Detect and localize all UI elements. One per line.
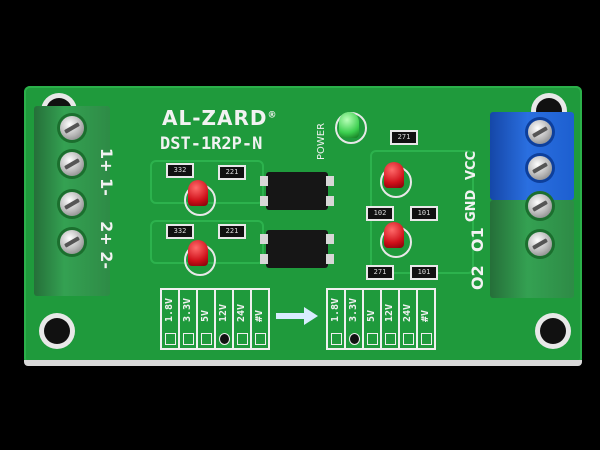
label-1minus: 1- xyxy=(97,178,116,196)
voltage-label: 5V xyxy=(200,309,211,322)
channel-led xyxy=(384,222,404,248)
mounting-hole xyxy=(44,318,70,344)
voltage-label: #V xyxy=(420,309,431,322)
terminal-screw xyxy=(60,230,84,254)
channel-led xyxy=(188,180,208,206)
optocoupler-chip xyxy=(260,172,334,210)
voltage-label: #V xyxy=(254,309,265,322)
label-gnd: GND xyxy=(464,189,479,222)
terminal-screw xyxy=(528,120,552,144)
channel-led xyxy=(384,162,404,188)
resistor: 101 xyxy=(410,206,438,221)
label-o1: O1 xyxy=(468,227,487,252)
resistor: 271 xyxy=(366,265,394,280)
resistor: 332 xyxy=(166,224,194,239)
label-2plus: 2+ xyxy=(97,221,116,246)
terminal-screw xyxy=(60,116,84,140)
pcb-board-edge xyxy=(24,360,582,366)
resistor: 101 xyxy=(410,265,438,280)
label-o2: O2 xyxy=(468,265,487,290)
output-voltage-table: 1.8V 3.3V 5V 12V 24V #V xyxy=(326,288,436,350)
voltage-label: 1.8V xyxy=(330,297,341,322)
resistor: 221 xyxy=(218,165,246,180)
brand-mark: ® xyxy=(267,110,278,121)
model-number: DST-1R2P-N xyxy=(160,134,263,154)
power-led xyxy=(339,112,359,138)
left-terminal-labels: 1+ 1- 2+ 2- xyxy=(97,148,116,269)
input-voltage-table: 1.8V 3.3V 5V 12V 24V #V xyxy=(160,288,270,350)
resistor: 102 xyxy=(366,206,394,221)
resistor: 221 xyxy=(218,224,246,239)
label-vcc: VCC xyxy=(464,150,479,180)
terminal-screw xyxy=(528,232,552,256)
mounting-hole xyxy=(540,318,566,344)
resistor: 271 xyxy=(390,130,418,145)
terminal-screw xyxy=(528,156,552,180)
resistor: 332 xyxy=(166,163,194,178)
optocoupler-chip xyxy=(260,230,334,268)
power-label: POWER xyxy=(316,122,327,160)
channel-led xyxy=(188,240,208,266)
brand-logo: AL-ZARD® xyxy=(162,106,278,130)
label-2minus: 2- xyxy=(97,251,116,269)
voltage-label: 24V xyxy=(236,303,247,322)
terminal-screw xyxy=(60,192,84,216)
voltage-label: 12V xyxy=(218,303,229,322)
voltage-label: 5V xyxy=(366,309,377,322)
arrow-right-icon xyxy=(276,307,318,325)
label-1plus: 1+ xyxy=(97,148,116,173)
brand-text: AL-ZARD xyxy=(162,106,268,130)
voltage-label: 1.8V xyxy=(164,297,175,322)
terminal-screw xyxy=(528,194,552,218)
voltage-label: 3.3V xyxy=(348,297,359,322)
voltage-label: 3.3V xyxy=(182,297,193,322)
voltage-label: 12V xyxy=(384,303,395,322)
voltage-label: 24V xyxy=(402,303,413,322)
terminal-screw xyxy=(60,152,84,176)
